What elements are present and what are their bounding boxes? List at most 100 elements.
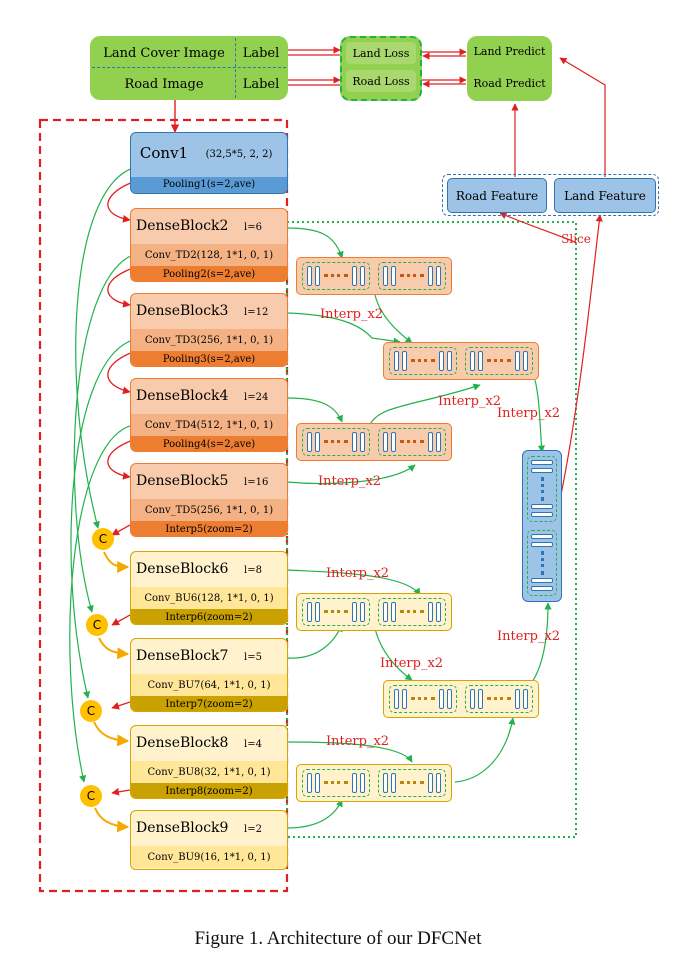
feature-ellipsis: [400, 440, 424, 443]
block-conv-band: [131, 846, 287, 868]
feature-bar: [402, 351, 407, 371]
feature-ellipsis: [400, 781, 424, 784]
feature-group: [378, 769, 446, 797]
input-dash-v: [235, 38, 236, 98]
feature-ellipsis: [400, 274, 424, 277]
feature-bar: [391, 266, 396, 286]
feature-bar: [439, 351, 444, 371]
merged-feature-column: [522, 450, 562, 602]
feature-bar: [360, 266, 365, 286]
block-conv: Conv_BU7(64, 1*1, 0, 1): [147, 679, 271, 691]
dense-block-3: [130, 293, 288, 367]
feature-group: [389, 685, 457, 713]
block-sub-band: [131, 696, 287, 711]
block-conv-band: [131, 414, 287, 436]
feature-bar: [315, 432, 320, 452]
block-sub: Interp6(zoom=2): [165, 611, 253, 623]
land-feature-box: Land Feature: [554, 178, 656, 213]
feature-bar: [531, 512, 553, 517]
block-title: DenseBlock3: [136, 303, 229, 319]
concat-circle: C: [92, 528, 114, 550]
feature-bar: [307, 602, 312, 622]
block-sub: Pooling3(s=2,ave): [162, 353, 256, 365]
block-layers: l=8: [244, 564, 262, 576]
block-sub: Interp8(zoom=2): [165, 785, 253, 797]
feature-group: [378, 428, 446, 456]
feature-ellipsis: [324, 781, 348, 784]
feature-bar: [470, 351, 475, 371]
block-sub-band: [131, 266, 287, 281]
feature-bar: [515, 351, 520, 371]
block-conv: Conv_BU6(128, 1*1, 0, 1): [144, 592, 274, 604]
feature-bar: [531, 578, 553, 583]
predict-block: [467, 36, 552, 101]
block-conv: Conv_TD3(256, 1*1, 0, 1): [144, 334, 274, 346]
slice-label: Slice: [561, 232, 591, 246]
block-title: DenseBlock8: [136, 735, 229, 751]
figure-caption: Figure 1. Architecture of our DFCNet: [194, 928, 482, 949]
land-loss-box: Land Loss: [346, 42, 416, 64]
interp-label: Interp_x2: [320, 306, 384, 322]
feature-ellipsis: [400, 610, 424, 613]
concat-circle: C: [86, 614, 108, 636]
feature-bar: [447, 689, 452, 709]
feature-bar: [428, 773, 433, 793]
road-predict-label: Road Predict: [473, 76, 546, 90]
feature-bar: [436, 602, 441, 622]
feature-bar: [531, 586, 553, 591]
feature-bar: [428, 266, 433, 286]
feature-bar: [360, 773, 365, 793]
feature-group: [378, 598, 446, 626]
block-layers: l=2: [244, 823, 262, 835]
dense-block-4: [130, 378, 288, 452]
interp-label: Interp_x2: [318, 473, 382, 489]
feature-bar: [531, 542, 553, 547]
block-sub: Interp7(zoom=2): [165, 698, 253, 710]
block-conv-band: [131, 761, 287, 783]
block-title: DenseBlock6: [136, 561, 229, 577]
feature-bar: [428, 432, 433, 452]
block-layers: l=12: [244, 306, 269, 318]
dense-block-6: [130, 551, 288, 625]
conv1-params: (32,5*5, 2, 2): [205, 148, 273, 160]
feature-map-strip: [383, 680, 539, 718]
interp-label: Interp_x2: [497, 405, 561, 421]
feature-ellipsis: [411, 697, 435, 700]
feature-group: [465, 685, 533, 713]
feature-map-strip: [296, 257, 452, 295]
feature-map-strip: [383, 342, 539, 380]
block-layers: l=16: [244, 476, 269, 488]
feature-bar: [428, 602, 433, 622]
feature-bar: [523, 351, 528, 371]
input-block: [90, 36, 288, 100]
feature-bar: [439, 689, 444, 709]
feature-bar: [470, 689, 475, 709]
feature-bar: [391, 602, 396, 622]
feature-bar: [436, 432, 441, 452]
feature-bar: [394, 689, 399, 709]
feature-ellipsis: [487, 697, 511, 700]
feature-group: [527, 456, 557, 522]
feature-bar: [383, 773, 388, 793]
feature-bar: [391, 773, 396, 793]
feature-bar: [383, 266, 388, 286]
block-sub-band: [131, 436, 287, 451]
block-layers: l=24: [244, 391, 269, 403]
feature-group: [389, 347, 457, 375]
feature-bar: [478, 351, 483, 371]
feature-group: [302, 598, 370, 626]
feature-map-strip: [296, 423, 452, 461]
dense-block-7: [130, 638, 288, 712]
feature-bar: [307, 432, 312, 452]
concat-circle: C: [80, 700, 102, 722]
block-title: DenseBlock5: [136, 473, 229, 489]
block-conv: Conv_BU9(16, 1*1, 0, 1): [147, 851, 271, 863]
feature-bar: [436, 773, 441, 793]
feature-map-strip: [296, 764, 452, 802]
feature-bar: [352, 602, 357, 622]
feature-bar: [360, 602, 365, 622]
feature-bar: [315, 602, 320, 622]
block-sub: Pooling2(s=2,ave): [162, 268, 256, 280]
block-layers: l=4: [244, 738, 262, 750]
input-dash-h: [92, 67, 286, 68]
